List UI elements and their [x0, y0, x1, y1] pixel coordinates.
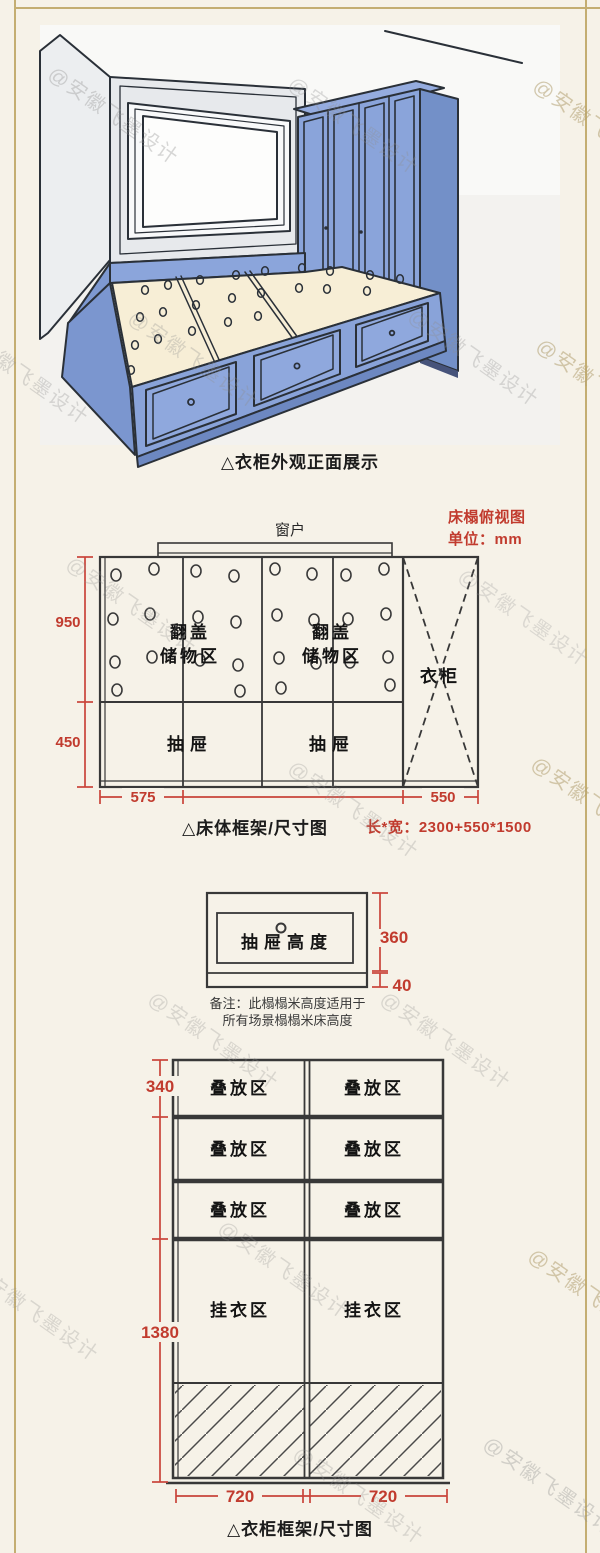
drawer-height-label: 抽屉高度	[241, 932, 333, 952]
wardrobe-outline	[171, 1058, 445, 1480]
dim-575: 575	[130, 789, 155, 806]
tatami-note-line1: 备注：此榻榻米高度适用于	[209, 996, 366, 1011]
drawer-knob	[293, 362, 301, 370]
room-scene	[39, 25, 560, 468]
dim-720-right: 720	[369, 1487, 397, 1506]
drawer-knob	[187, 398, 195, 406]
zone-label: 挂衣区	[210, 1300, 270, 1320]
zone-label: 叠放区	[344, 1200, 404, 1220]
dim-40: 40	[393, 976, 412, 995]
drawer-knob	[275, 922, 287, 934]
dim-720-left: 720	[226, 1487, 254, 1506]
bed-outline	[98, 555, 480, 789]
flip-storage-label-2-line2: 储物区	[302, 646, 362, 666]
bed-top-view-diagram: 翻盖 储物区 翻盖 储物区 抽屉 抽屉 衣柜 950 450 575 550	[55, 542, 480, 806]
zone-label: 叠放区	[210, 1078, 270, 1098]
window-sill	[157, 542, 393, 558]
top-view-unit: 单位：mm	[448, 531, 523, 548]
drawer-front	[145, 361, 237, 447]
tatami-note-line2: 所有场景榻榻米床高度	[222, 1013, 353, 1028]
bed-base	[136, 340, 447, 468]
tatami-note: 备注：此榻榻米高度适用于 所有场景榻榻米床高度	[180, 995, 395, 1029]
drawer-height-diagram: 抽屉高度 360 40	[205, 891, 412, 995]
size-note: 长*宽：2300+550*1500	[366, 819, 532, 836]
drawer-knob	[388, 329, 396, 337]
top-view-lines	[98, 542, 480, 789]
dim-550: 550	[430, 789, 455, 806]
zone-label: 叠放区	[344, 1078, 404, 1098]
drawer-inner	[216, 912, 354, 964]
dim-1380: 1380	[141, 1323, 179, 1342]
hatch-area-left	[175, 1385, 304, 1476]
dim-450: 450	[55, 734, 80, 751]
flip-storage-label-2-line1: 翻盖	[312, 622, 352, 642]
wardrobe-frame-lines	[166, 1058, 450, 1485]
frame-line-left	[14, 0, 16, 1553]
wardrobe-frame-caption: △衣柜框架/尺寸图	[227, 1520, 373, 1539]
zone-label: 叠放区	[344, 1139, 404, 1159]
zone-label: 挂衣区	[344, 1300, 404, 1320]
mattress-top	[111, 266, 441, 388]
top-view-title: 床榻俯视图	[448, 509, 526, 526]
frame-line-right	[585, 0, 587, 1553]
watermark: @安徽飞墨设计	[523, 1244, 600, 1352]
top-view-dimensions: 950 450 575 550	[55, 556, 479, 806]
top-view-labels: 翻盖 储物区 翻盖 储物区 抽屉 抽屉 衣柜	[160, 622, 460, 754]
window	[127, 102, 291, 240]
flip-storage-label-1-line1: 翻盖	[170, 622, 210, 642]
drawer-zone-label-2: 抽屉	[309, 734, 355, 754]
tatami-bed-3d	[61, 252, 447, 468]
wardrobe-zone-label: 衣柜	[420, 666, 460, 686]
frame-line-top	[14, 7, 600, 9]
wardrobe-frame-diagram: 叠放区 叠放区 叠放区 叠放区 叠放区 叠放区 挂衣区 挂衣区 340 1380	[135, 1058, 450, 1506]
drawer-outer	[205, 891, 369, 989]
flip-storage-label-1-line2: 储物区	[160, 646, 220, 666]
zone-label: 叠放区	[210, 1200, 270, 1220]
dim-360: 360	[380, 928, 408, 947]
drawer-detail-lines: 抽屉高度	[205, 891, 369, 989]
zone-label: 叠放区	[210, 1139, 270, 1159]
bed-drawers	[145, 302, 429, 447]
bed-left-side	[61, 282, 136, 456]
window-label: 窗户	[274, 522, 305, 539]
top-view-caption: △床体框架/尺寸图	[182, 819, 328, 838]
drawer-detail-dimensions: 360 40	[372, 892, 412, 995]
dim-950: 950	[55, 614, 80, 631]
hatch-area-right	[310, 1385, 441, 1476]
drawer-zone-label-1: 抽屉	[167, 734, 213, 754]
dim-340: 340	[146, 1077, 174, 1096]
bed-wardrobe-3d-illustration	[39, 25, 560, 468]
illustration-caption: △衣柜外观正面展示	[220, 453, 380, 472]
wardrobe-frame-labels: 叠放区 叠放区 叠放区 叠放区 叠放区 叠放区 挂衣区 挂衣区	[210, 1078, 404, 1320]
wardrobe-frame-dimensions: 340 1380 720 720	[135, 1059, 448, 1506]
wardrobe-cross-line	[402, 556, 479, 788]
